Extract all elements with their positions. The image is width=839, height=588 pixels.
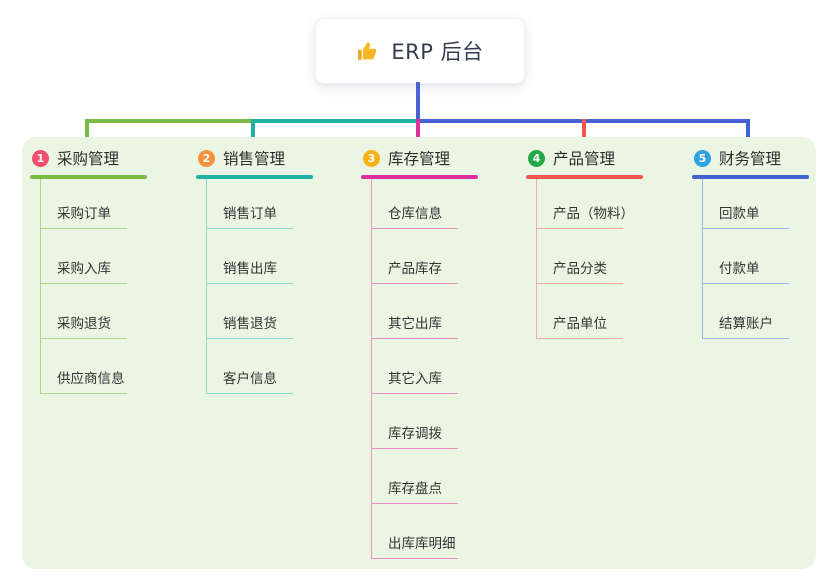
branch-node: 1 采购管理 采购订单 采购入库 采购退货 供应商信息	[30, 141, 180, 394]
branch-underline	[196, 175, 313, 179]
connector-drop-sales	[251, 119, 255, 147]
branch-title: 产品管理	[553, 150, 616, 168]
sub-item-label: 回款单	[719, 205, 760, 222]
sub-item[interactable]: 供应商信息	[41, 339, 127, 394]
branch-items: 产品（物料） 产品分类 产品单位	[536, 178, 676, 339]
connector-bus-teal	[251, 119, 418, 123]
branch-header[interactable]: 1 采购管理	[30, 141, 180, 175]
sub-item-label: 其它入库	[388, 370, 442, 387]
connector-drop-purchase	[85, 119, 89, 147]
sub-item[interactable]: 出库库明细	[372, 504, 458, 559]
sub-item-label: 客户信息	[223, 370, 277, 387]
sub-item-label: 销售出库	[223, 260, 277, 277]
sub-item[interactable]: 客户信息	[207, 339, 293, 394]
branch-header[interactable]: 2 销售管理	[196, 141, 346, 175]
sub-item[interactable]: 采购退货	[41, 284, 127, 339]
branch-title: 采购管理	[57, 150, 120, 168]
sub-item[interactable]: 付款单	[703, 229, 789, 284]
sub-item-label: 采购入库	[57, 260, 111, 277]
branch-title: 库存管理	[388, 150, 451, 168]
sub-item[interactable]: 销售退货	[207, 284, 293, 339]
branch-items: 仓库信息 产品库存 其它出库 其它入库 库存调拨 库存盘点 出库库明细	[371, 178, 511, 559]
connector-root-stem	[416, 82, 420, 121]
sub-item[interactable]: 采购订单	[41, 179, 127, 229]
sub-item[interactable]: 销售出库	[207, 229, 293, 284]
sub-item-label: 结算账户	[719, 315, 773, 332]
sub-item[interactable]: 结算账户	[703, 284, 789, 339]
branch-items: 销售订单 销售出库 销售退货 客户信息	[206, 178, 346, 394]
branch-number-badge: 5	[694, 149, 711, 167]
branch-items: 采购订单 采购入库 采购退货 供应商信息	[40, 178, 180, 394]
sub-item[interactable]: 产品（物料）	[537, 179, 634, 229]
sub-item-label: 销售退货	[223, 315, 277, 332]
sub-item-label: 采购订单	[57, 205, 111, 222]
root-node-erp[interactable]: ERP 后台	[315, 18, 525, 84]
branch-title: 销售管理	[223, 150, 286, 168]
branch-header[interactable]: 4 产品管理	[526, 141, 676, 175]
sub-item-label: 库存盘点	[388, 480, 442, 497]
branch-node: 3 库存管理 仓库信息 产品库存 其它出库 其它入库 库存调拨 库存盘点 出库库…	[361, 141, 511, 559]
branch-underline	[526, 175, 643, 179]
sub-item[interactable]: 产品库存	[372, 229, 458, 284]
branch-header[interactable]: 5 财务管理	[692, 141, 839, 175]
branch-node: 5 财务管理 回款单 付款单 结算账户	[692, 141, 839, 339]
branch-number-badge: 4	[528, 149, 545, 167]
connector-drop-inventory	[416, 119, 420, 148]
sub-item-label: 产品（物料）	[553, 205, 634, 222]
branch-number-badge: 1	[32, 149, 49, 167]
thumbs-up-icon	[358, 42, 377, 60]
root-node-label: ERP 后台	[391, 40, 484, 64]
branch-node: 4 产品管理 产品（物料） 产品分类 产品单位	[526, 141, 676, 339]
sub-item-label: 产品分类	[553, 260, 607, 277]
sub-item-label: 产品单位	[553, 315, 607, 332]
sub-item-label: 其它出库	[388, 315, 442, 332]
sub-item-label: 付款单	[719, 260, 760, 277]
sub-item-label: 供应商信息	[57, 370, 125, 387]
sub-item[interactable]: 仓库信息	[372, 179, 458, 229]
branch-underline	[30, 175, 147, 179]
branch-underline	[692, 175, 809, 179]
sub-item[interactable]: 库存调拨	[372, 394, 458, 449]
branch-title: 财务管理	[719, 150, 782, 168]
branch-node: 2 销售管理 销售订单 销售出库 销售退货 客户信息	[196, 141, 346, 394]
branch-header[interactable]: 3 库存管理	[361, 141, 511, 175]
sub-item-label: 出库库明细	[388, 535, 456, 552]
sub-item[interactable]: 销售订单	[207, 179, 293, 229]
sub-item[interactable]: 库存盘点	[372, 449, 458, 504]
sub-item-label: 采购退货	[57, 315, 111, 332]
sub-item[interactable]: 其它出库	[372, 284, 458, 339]
sub-item[interactable]: 产品分类	[537, 229, 623, 284]
sub-item-label: 销售订单	[223, 205, 277, 222]
sub-item-label: 仓库信息	[388, 205, 442, 222]
sub-item[interactable]: 其它入库	[372, 339, 458, 394]
sub-item[interactable]: 回款单	[703, 179, 789, 229]
connector-drop-finance	[746, 119, 750, 147]
sub-item-label: 库存调拨	[388, 425, 442, 442]
branch-items: 回款单 付款单 结算账户	[702, 178, 839, 339]
branches-panel: 1 采购管理 采购订单 采购入库 采购退货 供应商信息 2 销售管理 销售订单 …	[22, 137, 816, 569]
connector-bus-green	[86, 119, 254, 123]
connector-drop-product	[582, 119, 586, 147]
sub-item[interactable]: 产品单位	[537, 284, 623, 339]
branch-underline	[361, 175, 478, 179]
branch-number-badge: 3	[363, 149, 380, 167]
sub-item-label: 产品库存	[388, 260, 442, 277]
branch-number-badge: 2	[198, 149, 215, 167]
sub-item[interactable]: 采购入库	[41, 229, 127, 284]
